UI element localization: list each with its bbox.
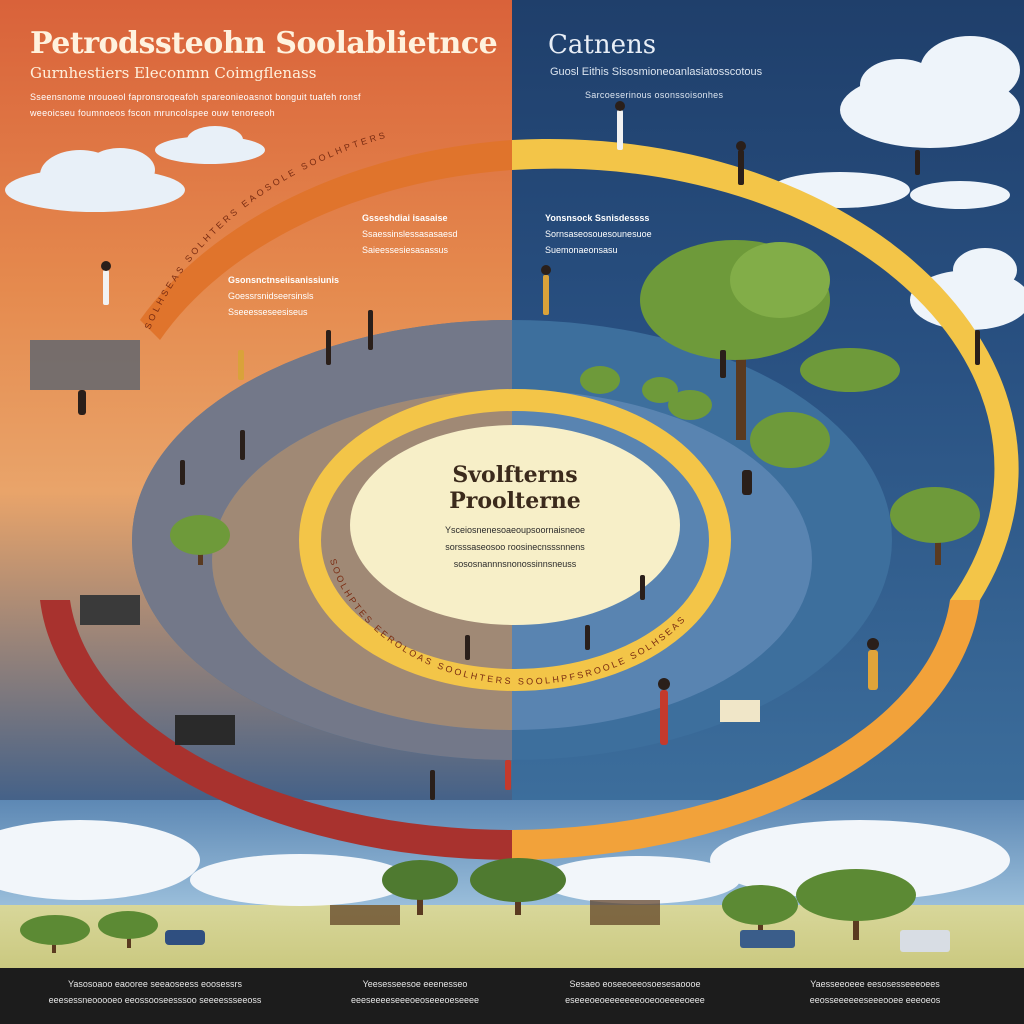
cloud-icon	[840, 36, 1020, 148]
vehicle-icon	[30, 340, 950, 952]
middle-left-label: Gsonsnctnseiisanissiunis Goessrsnidseers…	[228, 275, 340, 317]
tree-icon	[640, 240, 830, 440]
center-title: Svolfterns Proolterne	[449, 462, 581, 514]
footer-column-1: Yasosoaoo eaooree seeaoseess eoosessrs e…	[48, 979, 262, 1005]
center-disc	[350, 425, 680, 625]
inner-yellow-ring	[299, 389, 731, 691]
outer-ring-red-segment	[40, 600, 512, 860]
tree-icon	[20, 858, 916, 953]
footer-bar	[0, 968, 1024, 1024]
person-figure-icon	[78, 101, 980, 800]
right-title: Catnens	[548, 30, 657, 60]
tree-icon	[890, 487, 980, 565]
right-subtitle: Guosl Eithis Sisosmioneoanlasiatosscotou…	[550, 66, 763, 78]
upper-left-label: Gsseshdiai isasaise Ssaessinslessasasaes…	[362, 213, 458, 255]
right-intro-line: Sarcoeserinous osonssoisonhes	[585, 90, 724, 100]
outer-ring-orange-segment	[512, 600, 980, 860]
upper-right-label: Yonsnsock Ssnisdessss Sornsaseosouesoune…	[545, 213, 652, 255]
footer-column-3: Sesaeo eoseeoeeosoesesaoooe eseeeoeoeeee…	[565, 979, 705, 1005]
left-intro-line-1: Sseensnome nrouoeol fapronsroqeafoh spar…	[30, 92, 361, 102]
left-intro-line-2: weeoicseu foumnoeos fscon mruncolspee ou…	[30, 108, 275, 118]
left-subtitle: Gurnhestiers Eleconmn Coimgflenass	[30, 64, 317, 82]
outer-ring-yellow-segment	[512, 138, 1019, 600]
outer-ring-orange-left-segment	[140, 140, 512, 340]
tree-icon	[170, 515, 230, 565]
tree-icon	[580, 348, 900, 468]
cloud-icon	[0, 820, 1010, 906]
footer-column-4: Yaesseeoeee eesosesseeeoees eeosseeeeees…	[809, 979, 941, 1005]
left-title: Petrodssteohn Soolablietnce	[30, 26, 498, 61]
center-description: Ysceiosnenesoaeoupsoornaisneoe sorsssase…	[444, 525, 586, 569]
cloud-icon	[155, 126, 265, 164]
cloud-icon	[5, 148, 185, 212]
footer-column-2: Yeesesseesoe eeenesseo eeeseeeeseeeoeose…	[350, 979, 480, 1005]
